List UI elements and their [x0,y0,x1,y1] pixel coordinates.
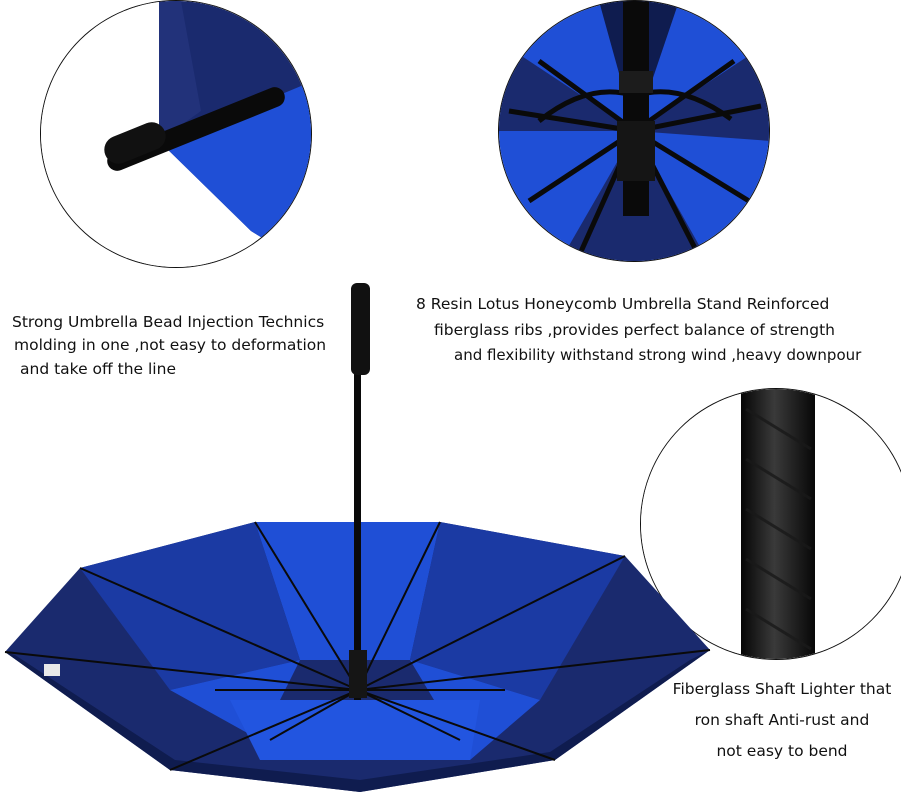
shaft-callout-line-3: not easy to bend [716,742,848,760]
open-umbrella-underside-icon [4,283,711,792]
ribs-callout-line-2: fiberglass ribs ,provides perfect balanc… [434,320,835,339]
frame-detail-image [498,0,770,262]
shaft-detail-image [640,388,901,660]
ribs-callout-line-1: 8 Resin Lotus Honeycomb Umbrella Stand R… [416,295,830,313]
shaft-callout: Fiberglass Shaft Lighter that ron shaft … [668,674,896,767]
bead-callout: Strong Umbrella Bead Injection Technics … [12,311,326,381]
bead-callout-line-2: molding in one ,not easy to deformation [14,336,327,355]
fiberglass-shaft-detail-icon [641,389,901,659]
tip-detail-image [40,0,312,268]
umbrella-tip-detail-icon [41,1,311,267]
bead-callout-line-3: and take off the line [20,359,176,378]
shaft-callout-line-1: Fiberglass Shaft Lighter that [672,680,892,698]
ribs-callout: 8 Resin Lotus Honeycomb Umbrella Stand R… [416,292,861,368]
bead-callout-line-1: Strong Umbrella Bead Injection Technics [12,313,325,331]
shaft-callout-line-2: ron shaft Anti-rust and [694,711,870,729]
ribs-callout-line-3: and flexibility withstand strong wind ,h… [454,346,862,365]
umbrella-frame-detail-icon [499,1,769,261]
